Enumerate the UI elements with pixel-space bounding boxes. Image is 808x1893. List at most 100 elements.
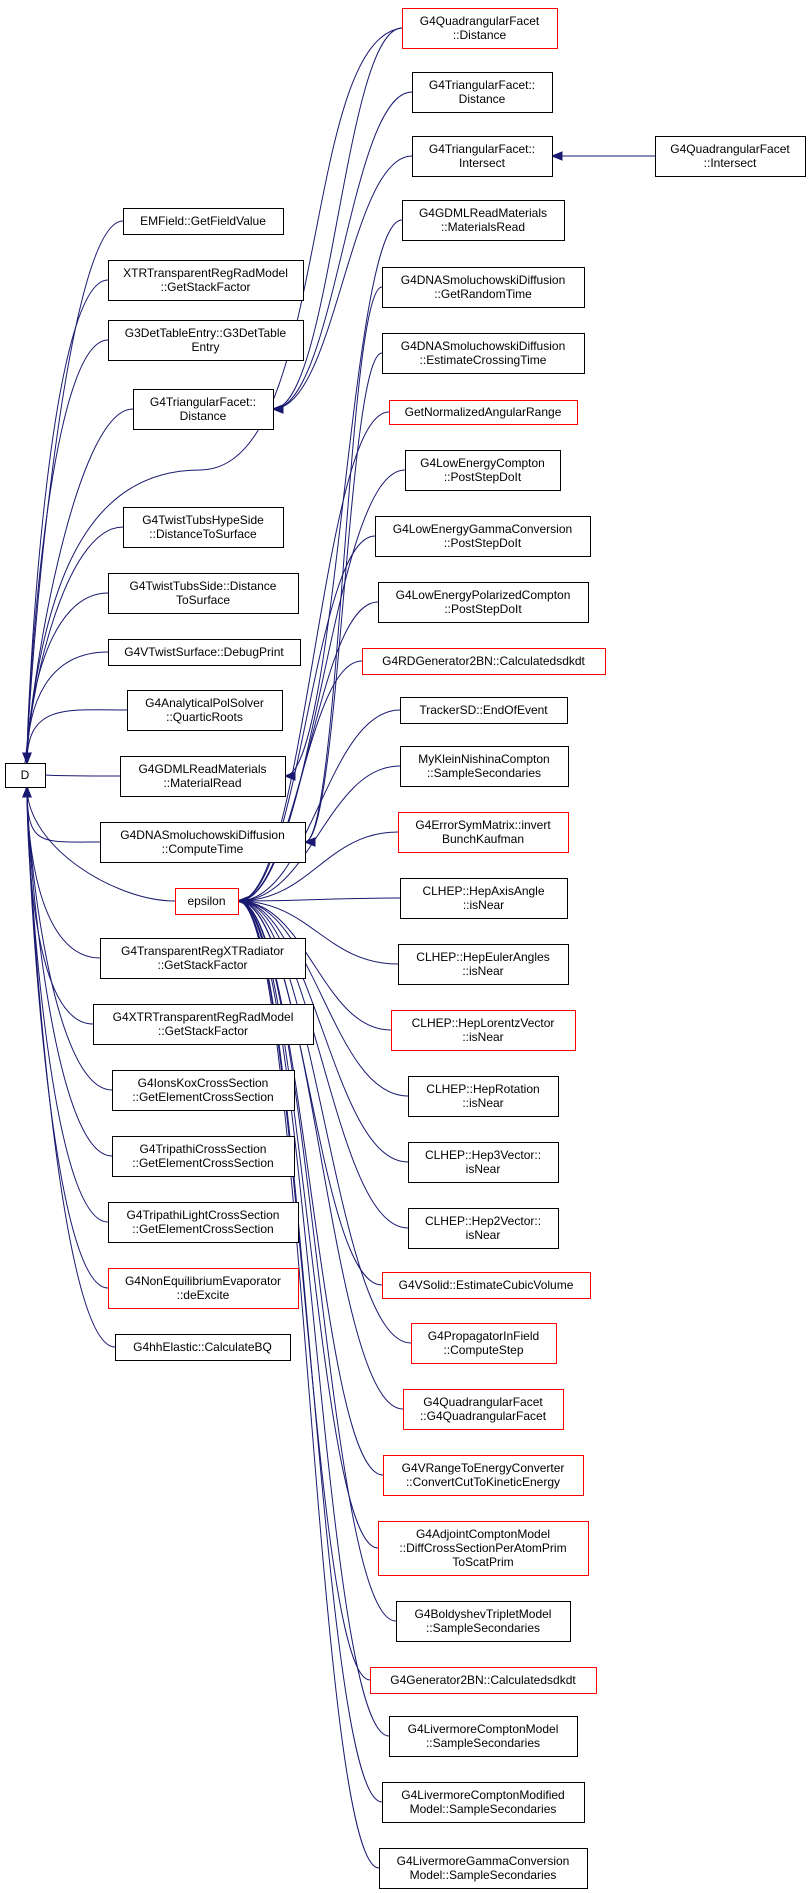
node-hep3[interactable]: CLHEP::Hep3Vector::isNear xyxy=(408,1142,559,1183)
node-box xyxy=(403,1389,564,1430)
node-livgamma[interactable]: G4LivermoreGammaConversionModel::SampleS… xyxy=(379,1848,588,1889)
node-label: G4BoldyshevTripletModel xyxy=(415,1607,552,1621)
node-adjoint[interactable]: G4AdjointComptonModel::DiffCrossSectionP… xyxy=(378,1521,589,1576)
node-label: ::MaterialsRead xyxy=(441,220,525,234)
node-quad_inter[interactable]: G4QuadrangularFacet::Intersect xyxy=(655,136,806,177)
edge-hep2-to-epsilon xyxy=(237,900,409,1229)
node-box xyxy=(108,1202,299,1243)
node-gdmlmat[interactable]: G4GDMLReadMaterials::MaterialRead xyxy=(120,756,286,797)
node-vrange[interactable]: G4VRangeToEnergyConverter::ConvertCutToK… xyxy=(383,1455,584,1496)
edge-g3det-to-root xyxy=(26,339,109,764)
node-label: G4VTwistSurface::DebugPrint xyxy=(124,645,284,659)
node-quadfacet[interactable]: G4QuadrangularFacet::G4QuadrangularFacet xyxy=(403,1389,564,1430)
node-epsilon[interactable]: epsilon xyxy=(175,888,239,915)
node-tri_dist2[interactable]: G4TriangularFacet::Distance xyxy=(412,72,553,113)
node-label: ::isNear xyxy=(463,898,504,912)
node-box xyxy=(108,320,304,361)
node-label: CLHEP::HepLorentzVector xyxy=(412,1016,555,1030)
node-box xyxy=(402,8,558,49)
node-g3det[interactable]: G3DetTableEntry::G3DetTableEntry xyxy=(108,320,304,361)
node-transreg[interactable]: G4TransparentRegXTRadiator::GetStackFact… xyxy=(100,938,306,979)
node-label: ToSurface xyxy=(176,593,230,607)
edge-adjoint-to-epsilon xyxy=(237,900,379,1549)
node-axisangle[interactable]: CLHEP::HepAxisAngle::isNear xyxy=(400,878,568,919)
node-label: ::DistanceToSurface xyxy=(149,527,257,541)
node-label: G4LowEnergyGammaConversion xyxy=(393,522,572,536)
node-box xyxy=(396,1601,571,1642)
node-label: G4TriangularFacet:: xyxy=(429,142,535,156)
node-tri_inter[interactable]: G4TriangularFacet::Intersect xyxy=(412,136,553,177)
node-label: isNear xyxy=(466,1228,501,1242)
node-tracker[interactable]: TrackerSD::EndOfEvent xyxy=(400,697,568,724)
node-label: Distance xyxy=(180,409,227,423)
node-livcompton[interactable]: G4LivermoreComptonModel::SampleSecondari… xyxy=(389,1716,578,1757)
node-xtrtrans1[interactable]: XTRTransparentRegRadModel::GetStackFacto… xyxy=(108,260,304,301)
node-box xyxy=(398,812,569,853)
node-lowcompton[interactable]: G4LowEnergyCompton::PostStepDoIt xyxy=(405,450,561,491)
node-livmod[interactable]: G4LivermoreComptonModifiedModel::SampleS… xyxy=(382,1782,585,1823)
node-gdml_matsread[interactable]: G4GDMLReadMaterials::MaterialsRead xyxy=(402,200,565,241)
node-box xyxy=(391,1010,576,1051)
node-label: ::SampleSecondaries xyxy=(426,1621,540,1635)
node-label: G4GDMLReadMaterials xyxy=(138,762,266,776)
node-label: ::PostStepDoIt xyxy=(444,470,522,484)
node-dna_random[interactable]: G4DNASmoluchowskiDiffusion::GetRandomTim… xyxy=(382,267,585,308)
node-label: MyKleinNishinaCompton xyxy=(418,752,549,766)
node-lowpol[interactable]: G4LowEnergyPolarizedCompton::PostStepDoI… xyxy=(378,582,589,623)
node-label: G4IonsKoxCrossSection xyxy=(138,1076,269,1090)
node-lowgamma[interactable]: G4LowEnergyGammaConversion::PostStepDoIt xyxy=(375,516,591,557)
node-rdgen[interactable]: G4RDGenerator2BN::Calculatedsdkdt xyxy=(362,648,606,675)
edge-lowgamma-to-epsilon xyxy=(237,535,376,902)
node-tripathi[interactable]: G4TripathiCrossSection::GetElementCrossS… xyxy=(112,1136,295,1177)
edge-epsilon-to-root xyxy=(26,786,176,902)
node-dnacompute[interactable]: G4DNASmoluchowskiDiffusion::ComputeTime xyxy=(100,822,306,863)
node-label: ::PostStepDoIt xyxy=(444,602,522,616)
node-analytical[interactable]: G4AnalyticalPolSolver::QuarticRoots xyxy=(127,690,283,731)
edge-dna_random-to-dnacompute xyxy=(304,286,383,843)
node-gen2bn[interactable]: G4Generator2BN::Calculatedsdkdt xyxy=(370,1667,597,1694)
node-root[interactable]: D xyxy=(5,763,46,788)
node-box xyxy=(108,573,299,614)
node-box xyxy=(412,72,553,113)
node-boldyshev[interactable]: G4BoldyshevTripletModel::SampleSecondari… xyxy=(396,1601,571,1642)
node-label: G4TwistTubsSide::Distance xyxy=(130,579,277,593)
node-box xyxy=(375,516,591,557)
edge-quad_dist-to-g4tri_dist xyxy=(272,27,403,410)
node-label: G4TripathiLightCrossSection xyxy=(127,1208,280,1222)
node-twisthype[interactable]: G4TwistTubsHypeSide::DistanceToSurface xyxy=(123,507,284,548)
node-dna_estimate[interactable]: G4DNASmoluchowskiDiffusion::EstimateCros… xyxy=(382,333,585,374)
node-twistside[interactable]: G4TwistTubsSide::DistanceToSurface xyxy=(108,573,299,614)
edge-tracker-to-epsilon xyxy=(237,709,401,902)
node-ionskox[interactable]: G4IonsKoxCrossSection::GetElementCrossSe… xyxy=(112,1070,295,1111)
edge-rotation-to-epsilon xyxy=(237,900,409,1097)
node-vtwist[interactable]: G4VTwistSurface::DebugPrint xyxy=(108,639,301,666)
node-label: ::GetElementCrossSection xyxy=(132,1090,273,1104)
node-propagator[interactable]: G4PropagatorInField::ComputeStep xyxy=(411,1323,557,1364)
node-label: G4AdjointComptonModel xyxy=(416,1527,550,1541)
node-hhelastic[interactable]: G4hhElastic::CalculateBQ xyxy=(115,1334,291,1361)
node-myklein[interactable]: MyKleinNishinaCompton::SampleSecondaries xyxy=(400,746,569,787)
node-quad_dist[interactable]: G4QuadrangularFacet::Distance xyxy=(402,8,558,49)
node-normang[interactable]: GetNormalizedAngularRange xyxy=(389,400,578,425)
node-xtrtrans2[interactable]: G4XTRTransparentRegRadModel::GetStackFac… xyxy=(93,1004,314,1045)
node-emfield[interactable]: EMField::GetFieldValue xyxy=(123,208,284,235)
node-vsolid[interactable]: G4VSolid::EstimateCubicVolume xyxy=(382,1272,591,1299)
node-label: G3DetTableEntry::G3DetTable xyxy=(125,326,287,340)
node-noneq[interactable]: G4NonEquilibriumEvaporator::deExcite xyxy=(108,1268,299,1309)
node-g4tri_dist[interactable]: G4TriangularFacet::Distance xyxy=(133,389,274,430)
node-label: BunchKaufman xyxy=(442,832,524,846)
node-label: G4QuadrangularFacet xyxy=(420,14,540,28)
node-label: ::SampleSecondaries xyxy=(427,766,541,780)
node-euler[interactable]: CLHEP::HepEulerAngles::isNear xyxy=(398,944,569,985)
edge-rdgen-to-epsilon xyxy=(237,660,363,902)
node-box xyxy=(370,1667,597,1694)
node-lorentz[interactable]: CLHEP::HepLorentzVector::isNear xyxy=(391,1010,576,1051)
node-tripathilight[interactable]: G4TripathiLightCrossSection::GetElementC… xyxy=(108,1202,299,1243)
node-label: CLHEP::HepRotation xyxy=(426,1082,539,1096)
node-label: ::GetStackFactor xyxy=(157,958,247,972)
node-label: Intersect xyxy=(459,156,506,170)
node-hep2[interactable]: CLHEP::Hep2Vector::isNear xyxy=(408,1208,559,1249)
edge-errsym-to-epsilon xyxy=(237,831,399,902)
node-rotation[interactable]: CLHEP::HepRotation::isNear xyxy=(408,1076,559,1117)
